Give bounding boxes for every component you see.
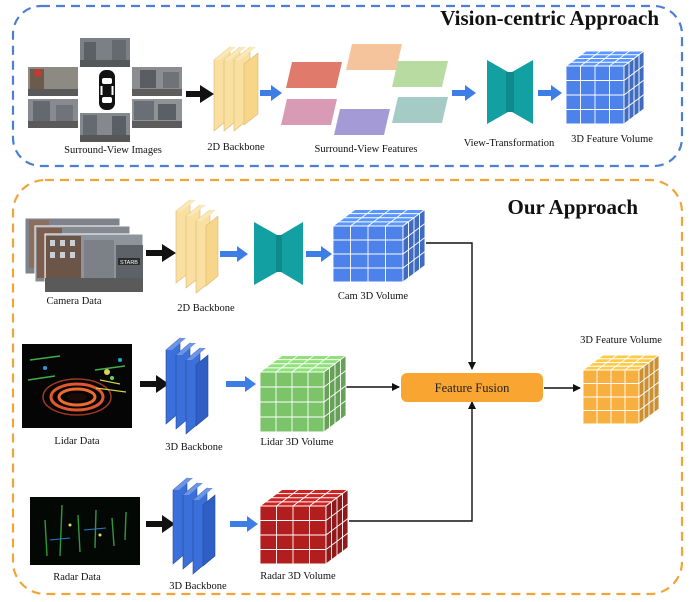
arrow-cam-backbone-to-transform bbox=[220, 246, 248, 262]
arrow-camera-to-backbone bbox=[146, 244, 176, 262]
top-2d-backbone bbox=[213, 46, 259, 132]
surround-view-images-label: Surround-View Images bbox=[64, 145, 162, 156]
lidar-volume-label: Lidar 3D Volume bbox=[260, 437, 333, 448]
surround-view-features bbox=[281, 44, 448, 135]
radar-data-label: Radar Data bbox=[53, 572, 101, 583]
top-backbone-label: 2D Backbone bbox=[207, 142, 265, 153]
arrow-transform-to-cam-volume bbox=[306, 246, 332, 262]
camera-sign-text: STARB bbox=[120, 260, 138, 266]
lidar-data-image bbox=[22, 344, 132, 428]
cam-3d-volume-cube-grid bbox=[402, 237, 426, 255]
camera-2d-backbone bbox=[175, 199, 219, 294]
lidar-3d-volume-cube-grid bbox=[323, 400, 347, 418]
view-transformation-label: View-Transformation bbox=[464, 138, 555, 149]
our-approach-panel bbox=[11, 178, 684, 596]
top-feature-volume-cube-grid bbox=[609, 50, 630, 67]
arrow-lidar-to-backbone bbox=[140, 375, 169, 393]
camera-data-label: Camera Data bbox=[46, 296, 101, 307]
volume-cubes bbox=[258, 50, 661, 565]
output-volume-label: 3D Feature Volume bbox=[580, 335, 662, 346]
camera-view-transformation bbox=[254, 222, 303, 285]
arrow-backbone-to-features bbox=[260, 85, 282, 101]
top-feature-volume-cube-grid bbox=[623, 94, 645, 110]
vision-centric-title: Vision-centric Approach bbox=[440, 6, 659, 30]
radar-3d-volume-cube-grid bbox=[325, 518, 349, 536]
arrow-transform-to-volume bbox=[538, 85, 562, 101]
lidar-3d-volume-cube-grid bbox=[323, 385, 347, 403]
arrow-radar-to-backbone bbox=[146, 515, 175, 533]
radar-3d-backbone bbox=[172, 477, 216, 575]
radar-backbone-label: 3D Backbone bbox=[169, 581, 227, 592]
our-approach-title: Our Approach bbox=[507, 195, 638, 219]
lidar-backbone-label: 3D Backbone bbox=[165, 442, 223, 453]
view-transformation-block bbox=[487, 60, 533, 124]
output-3d-feature-volume-cube-grid bbox=[638, 395, 660, 411]
camera-backbone-label: 2D Backbone bbox=[177, 303, 235, 314]
lidar-3d-backbone bbox=[165, 337, 209, 435]
arrow-features-to-transform bbox=[452, 85, 476, 101]
arrow-radar-backbone-to-volume bbox=[230, 516, 258, 532]
output-3d-feature-volume-cube-grid bbox=[624, 354, 646, 371]
vision-centric-panel bbox=[11, 4, 684, 168]
lidar-data-label: Lidar Data bbox=[54, 436, 100, 447]
cam-volume-label: Cam 3D Volume bbox=[338, 291, 409, 302]
surround-view-images bbox=[28, 38, 182, 142]
radar-volume-label: Radar 3D Volume bbox=[260, 571, 336, 582]
radar-3d-volume-cube-grid bbox=[325, 532, 349, 550]
top-feature-volume-cube-grid bbox=[623, 79, 645, 96]
lidar-3d-volume-cube-grid bbox=[307, 355, 331, 373]
feature-fusion-block: Feature Fusion bbox=[401, 373, 543, 402]
cam-3d-volume-cube-grid bbox=[385, 209, 408, 227]
surround-view-features-label: Surround-View Features bbox=[315, 144, 418, 155]
feature-fusion-label: Feature Fusion bbox=[435, 381, 510, 395]
cam-3d-volume-cube-grid bbox=[402, 251, 426, 269]
radar-data-image bbox=[30, 497, 140, 565]
fusion-connections bbox=[346, 242, 581, 522]
arrow-images-to-backbone bbox=[186, 85, 214, 103]
output-3d-feature-volume-cube-grid bbox=[638, 381, 660, 398]
arrow-lidar-backbone-to-volume bbox=[226, 376, 256, 392]
camera-data-images: STARB bbox=[24, 217, 144, 293]
radar-3d-volume-cube-grid bbox=[309, 489, 332, 507]
top-feature-volume-label: 3D Feature Volume bbox=[571, 134, 653, 145]
